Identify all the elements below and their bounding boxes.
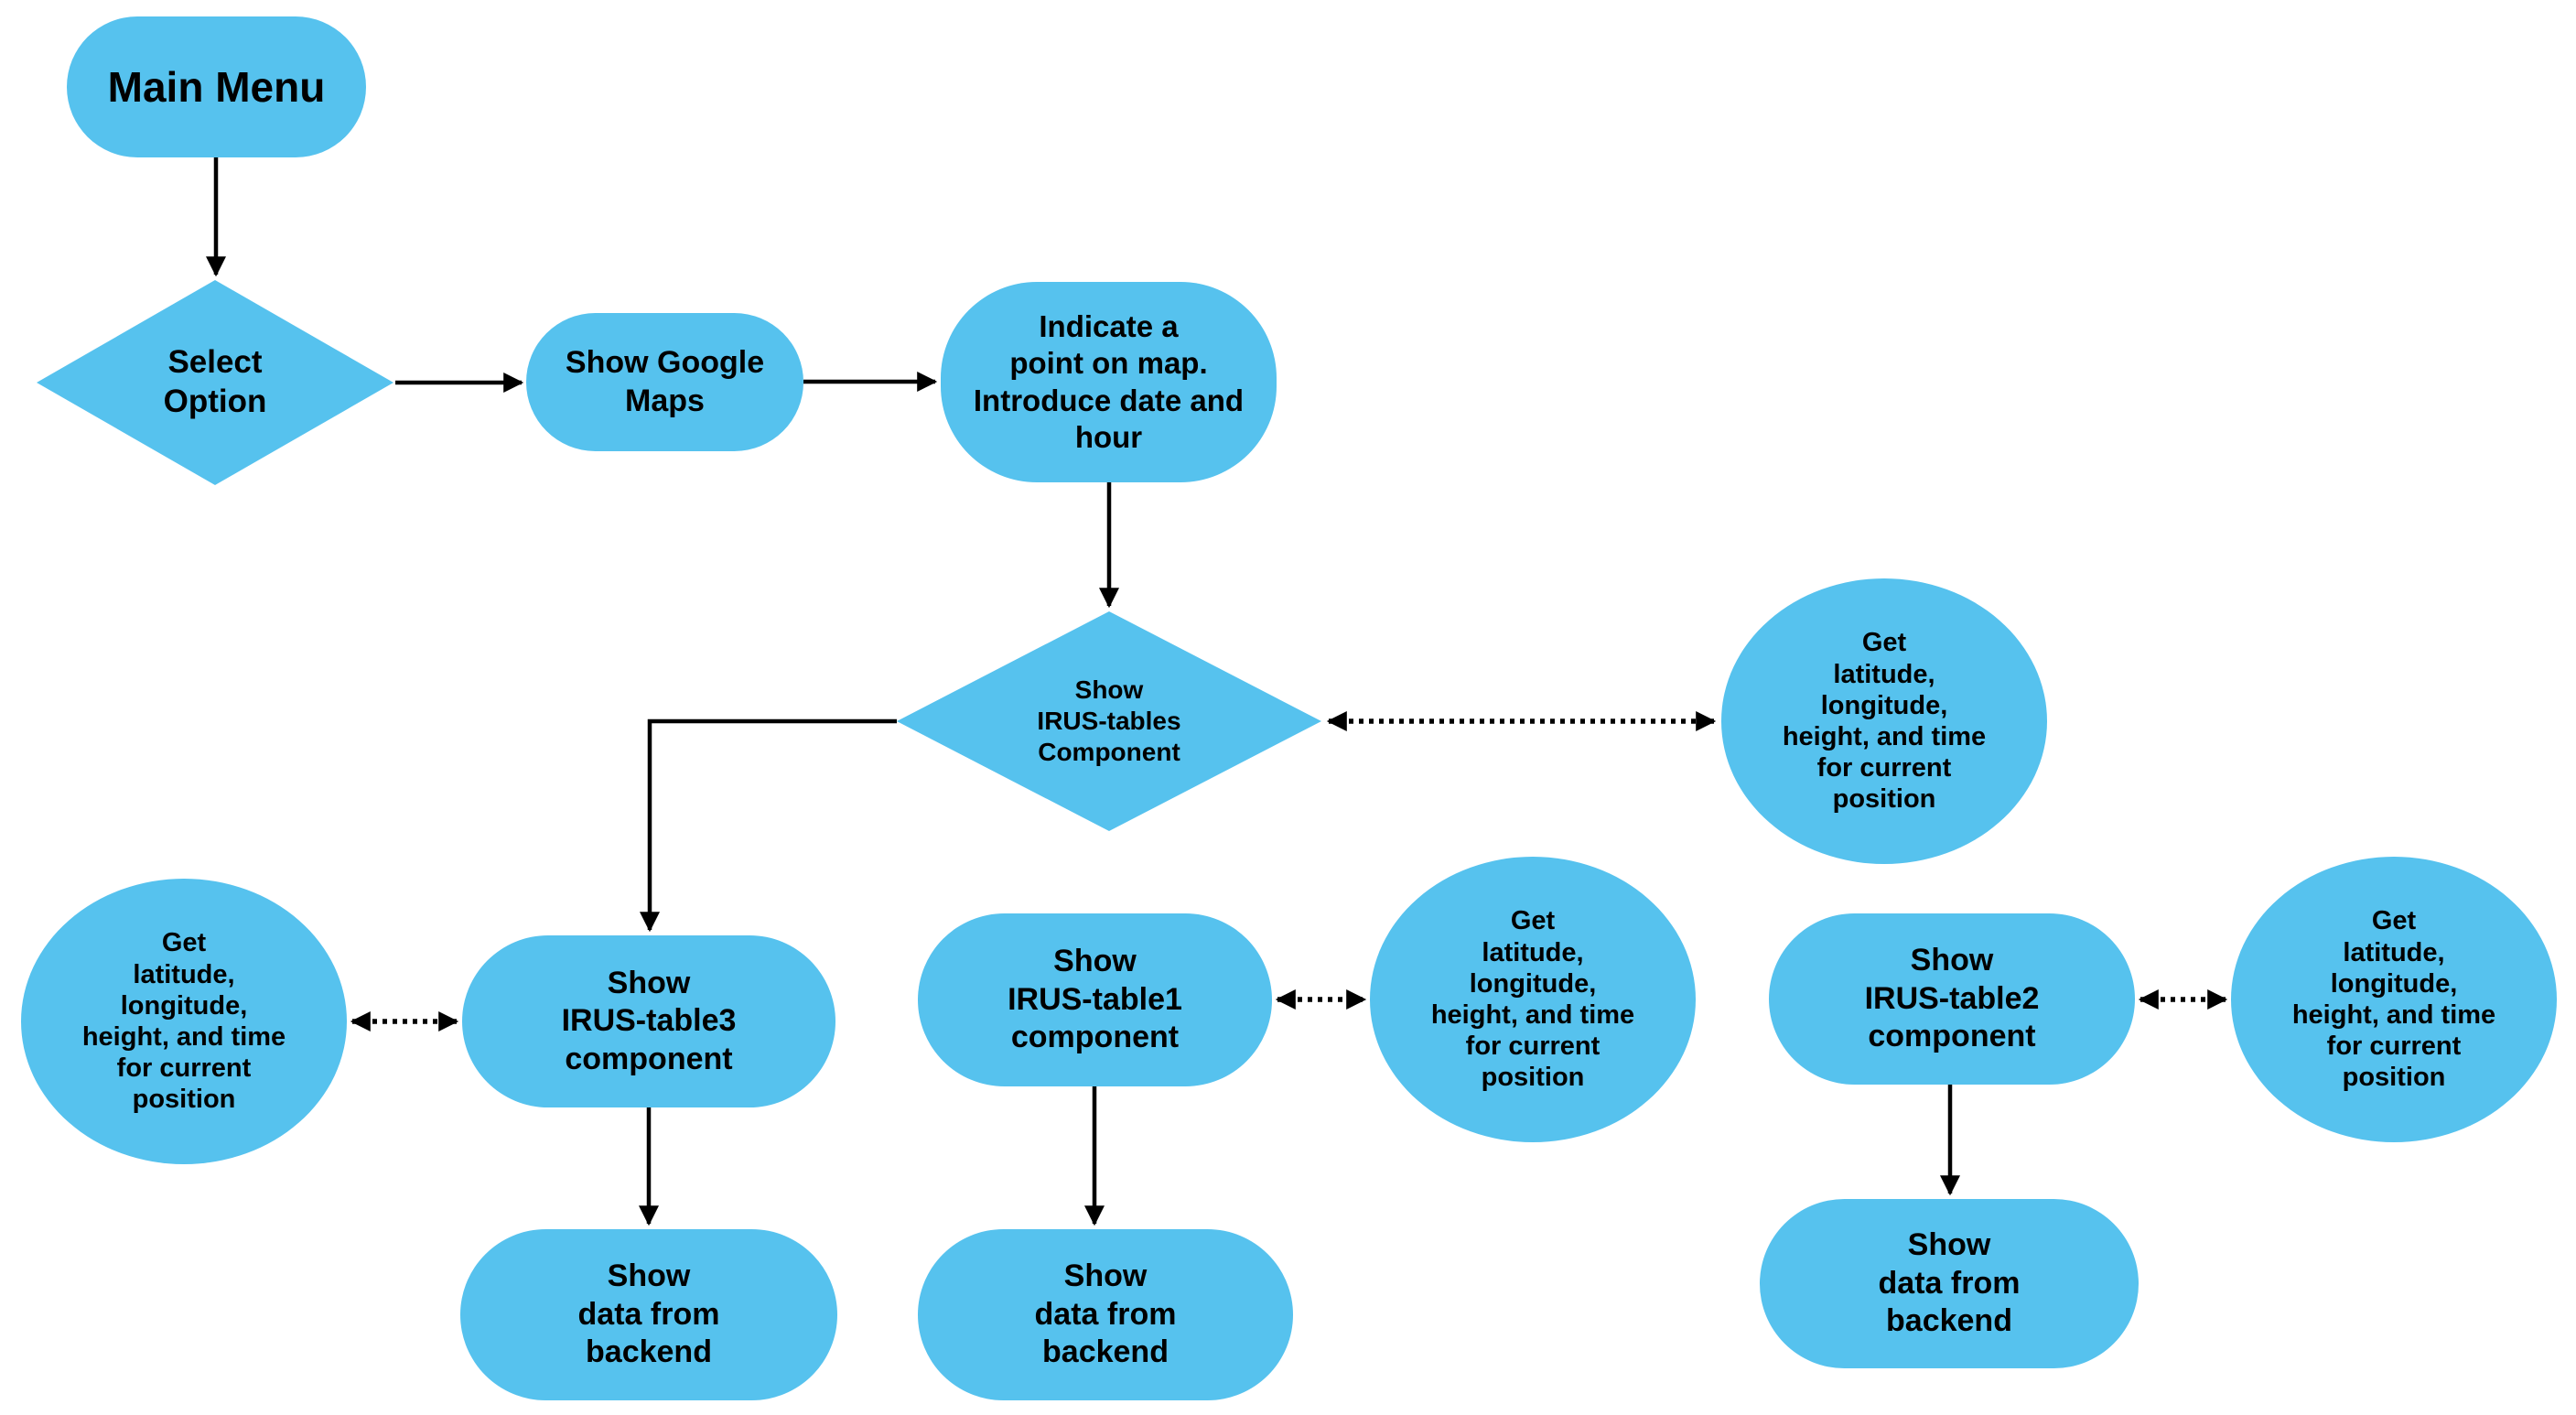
node-show-irus-table2: Show IRUS-table2 component <box>1769 913 2135 1085</box>
node-show-data-backend-left: Show data from backend <box>460 1229 837 1400</box>
node-get-position-top-right: Get latitude, longitude, height, and tim… <box>1721 578 2047 864</box>
node-show-data-backend-middle: Show data from backend <box>918 1229 1293 1400</box>
node-indicate-point-on-map: Indicate a point on map. Introduce date … <box>941 282 1277 482</box>
node-get-position-left: Get latitude, longitude, height, and tim… <box>21 879 347 1164</box>
node-get-position-middle: Get latitude, longitude, height, and tim… <box>1370 857 1696 1142</box>
node-show-google-maps: Show Google Maps <box>526 313 803 451</box>
node-main-menu: Main Menu <box>67 16 366 157</box>
node-show-irus-table3: Show IRUS-table3 component <box>462 935 835 1107</box>
node-get-position-right: Get latitude, longitude, height, and tim… <box>2231 857 2557 1142</box>
node-show-data-backend-right: Show data from backend <box>1760 1199 2139 1368</box>
node-show-irus-table1: Show IRUS-table1 component <box>918 913 1272 1086</box>
connector-irus-tables-to-irus-table3 <box>640 718 897 933</box>
